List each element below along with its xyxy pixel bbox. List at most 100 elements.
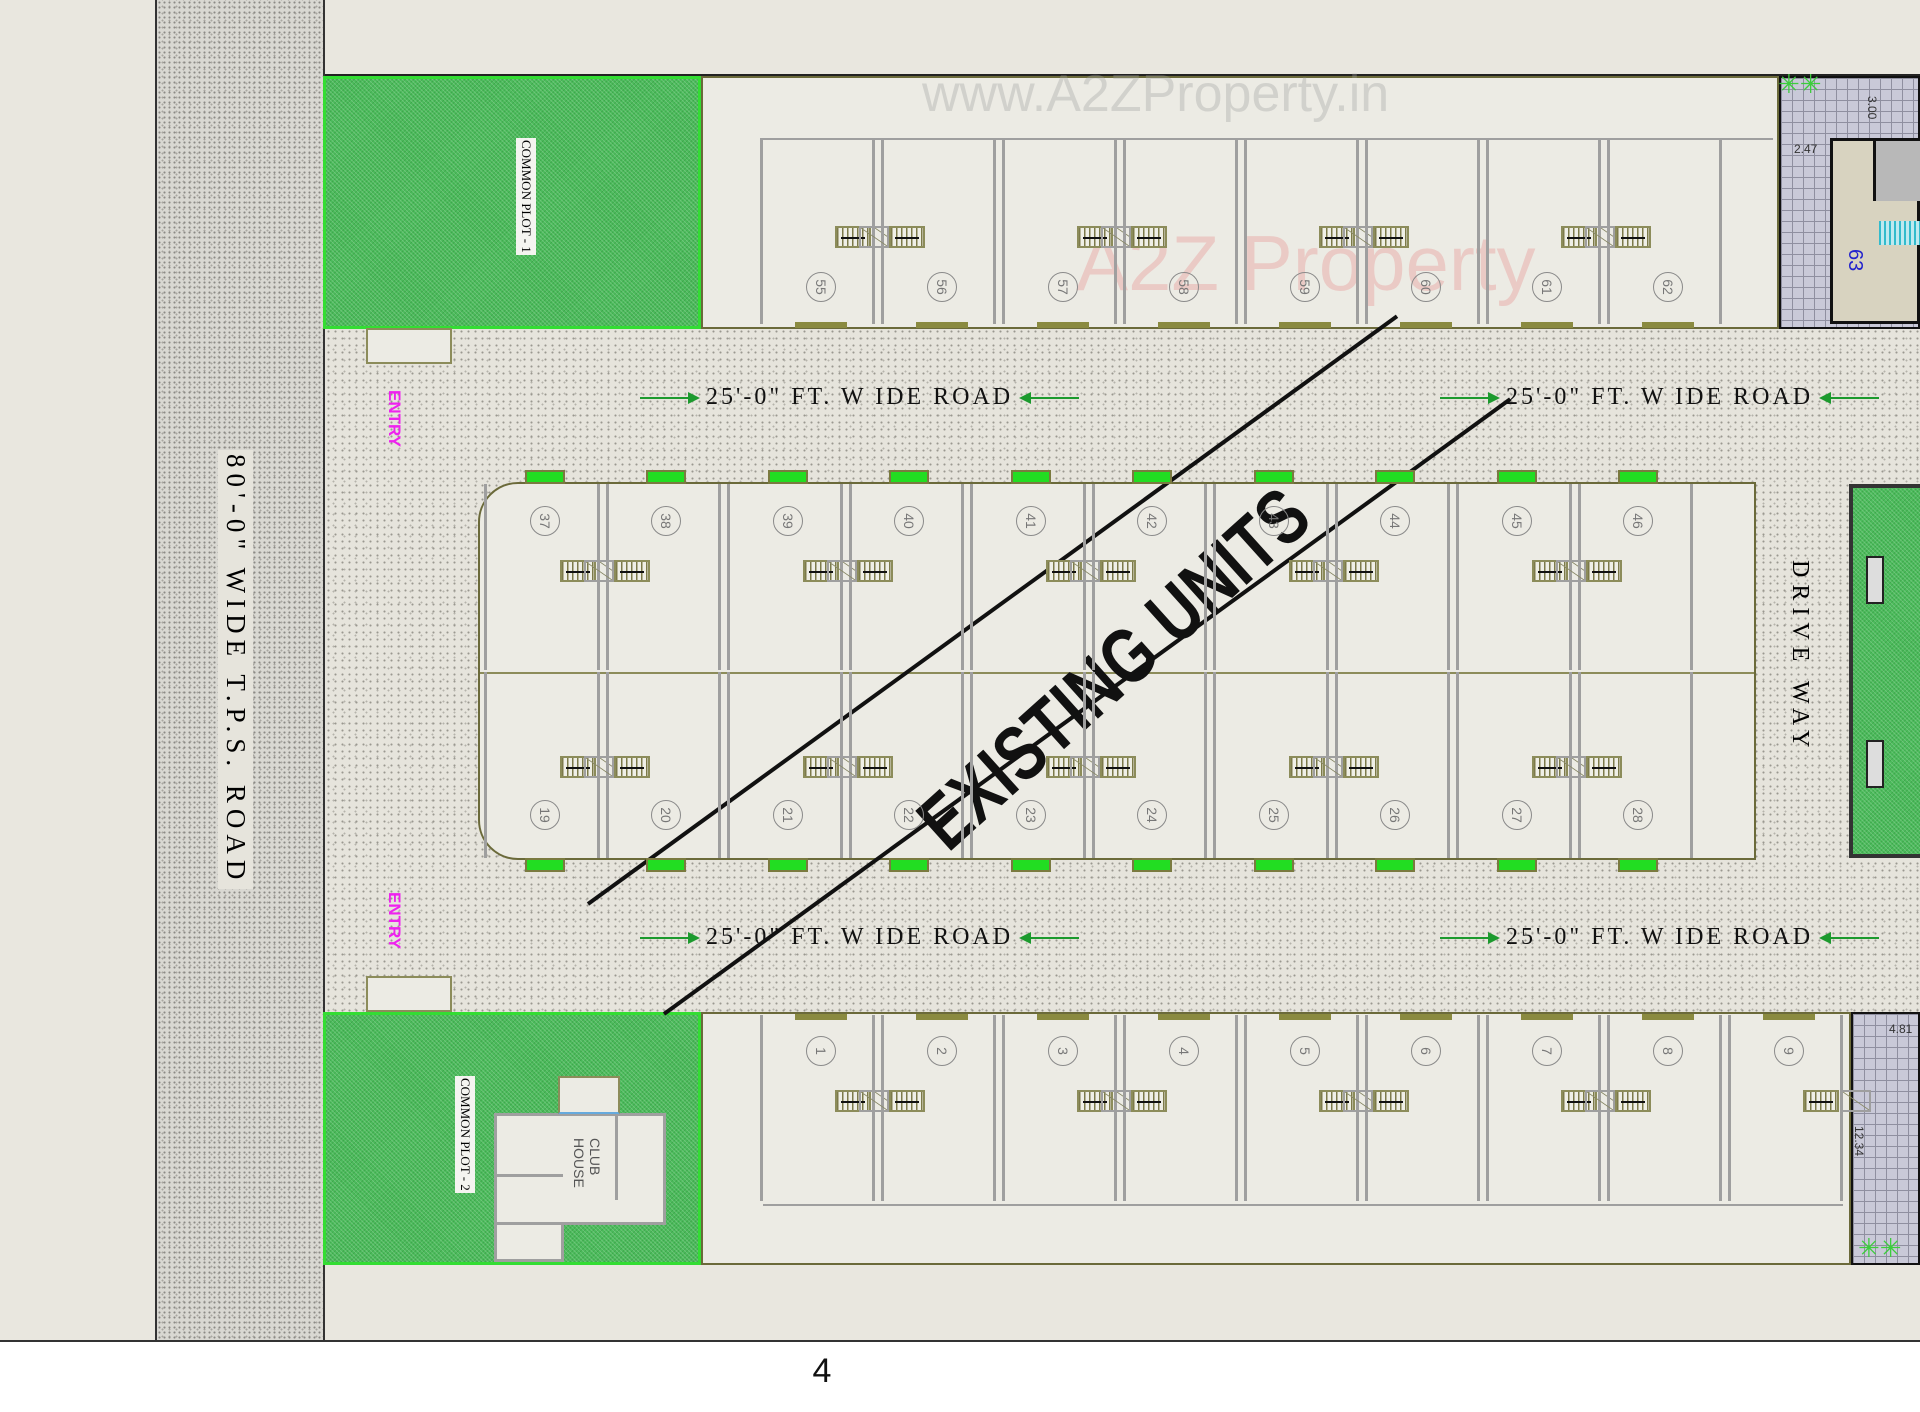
door bbox=[915, 322, 968, 328]
door bbox=[1762, 1014, 1815, 1020]
club-house-annex bbox=[494, 1222, 564, 1262]
stair-icon bbox=[856, 560, 893, 582]
unit-number: 61 bbox=[1531, 272, 1562, 302]
door bbox=[1278, 1014, 1331, 1020]
door bbox=[1399, 322, 1452, 328]
stair-icon bbox=[1373, 1090, 1409, 1112]
unit-number: 9 bbox=[1773, 1036, 1804, 1066]
unit-number: 21 bbox=[772, 800, 803, 830]
stair-icon bbox=[1585, 560, 1622, 582]
unit-number: 58 bbox=[1168, 272, 1199, 302]
unit-number: 57 bbox=[1047, 272, 1078, 302]
gate-top bbox=[366, 328, 452, 364]
stair-icon bbox=[1131, 1090, 1167, 1112]
club-house-porch bbox=[558, 1076, 620, 1114]
parking-spot bbox=[1132, 858, 1173, 872]
shrub-icon: ✳✳ bbox=[1778, 70, 1822, 99]
parking-spot bbox=[1253, 858, 1294, 872]
landing bbox=[859, 226, 889, 248]
gate-bottom bbox=[366, 976, 452, 1012]
arrow-icon bbox=[1819, 391, 1880, 404]
parking-spot bbox=[646, 470, 687, 484]
page-number: 4 bbox=[812, 1352, 832, 1390]
unit-number: 41 bbox=[1015, 506, 1046, 536]
front-yard-divider bbox=[763, 138, 1773, 140]
road-label-lower-left: 25'-0" FT. W IDE ROAD bbox=[640, 924, 1080, 951]
corner-garden-bottom bbox=[1851, 1012, 1920, 1265]
bottom-unit-row bbox=[701, 1012, 1851, 1265]
unit-number: 39 bbox=[772, 506, 803, 536]
landing bbox=[1101, 226, 1131, 248]
landing bbox=[1841, 1090, 1871, 1112]
parking-spot bbox=[1132, 470, 1173, 484]
watermark-url: www.A2ZProperty.in bbox=[922, 65, 1390, 123]
road-label-upper-left: 25'-0" FT. W IDE ROAD bbox=[640, 384, 1080, 411]
door bbox=[1641, 1014, 1694, 1020]
unit-number: 5 bbox=[1289, 1036, 1320, 1066]
door bbox=[1157, 1014, 1210, 1020]
unit-number: 6 bbox=[1410, 1036, 1441, 1066]
unit-number: 56 bbox=[926, 272, 957, 302]
stair-icon bbox=[889, 1090, 925, 1112]
middle-unit-block bbox=[478, 482, 1756, 860]
top-boundary bbox=[325, 74, 1920, 77]
common-plot-1 bbox=[323, 76, 701, 329]
unit-number: 7 bbox=[1531, 1036, 1562, 1066]
stair-icon bbox=[613, 756, 650, 778]
stair-icon bbox=[856, 756, 893, 778]
landing bbox=[859, 1090, 889, 1112]
landing bbox=[826, 560, 857, 582]
unit-number: 1 bbox=[805, 1036, 836, 1066]
unit-number: 19 bbox=[529, 800, 560, 830]
club-house: CLUB HOUSE bbox=[494, 1113, 666, 1225]
parking-spot bbox=[1010, 470, 1051, 484]
arrow-icon bbox=[1019, 931, 1080, 944]
parking-spot bbox=[646, 858, 687, 872]
unit-number: 25 bbox=[1258, 800, 1289, 830]
parking-spot bbox=[1496, 470, 1537, 484]
door bbox=[1641, 322, 1694, 328]
arrow-icon bbox=[1440, 391, 1500, 404]
landing bbox=[1069, 560, 1100, 582]
unit-63-number: 63 bbox=[1844, 249, 1866, 272]
front-yard-divider bbox=[763, 1204, 1843, 1206]
landing bbox=[1312, 560, 1343, 582]
arrow-icon bbox=[640, 391, 700, 404]
stair-icon bbox=[1615, 1090, 1651, 1112]
road-label-upper-right: 25'-0" FT. W IDE ROAD bbox=[1440, 384, 1880, 411]
landing bbox=[583, 756, 614, 778]
stair-icon bbox=[1373, 226, 1409, 248]
stair-icon bbox=[1803, 1090, 1839, 1112]
parking-spot bbox=[1375, 858, 1416, 872]
landing bbox=[1312, 756, 1343, 778]
unit-number: 8 bbox=[1652, 1036, 1683, 1066]
club-house-wall bbox=[615, 1116, 618, 1200]
unit-number: 4 bbox=[1168, 1036, 1199, 1066]
parking-spot bbox=[1618, 858, 1659, 872]
door bbox=[1520, 322, 1573, 328]
unit-number: 59 bbox=[1289, 272, 1320, 302]
stair-icon bbox=[1615, 226, 1651, 248]
parking-spot bbox=[1010, 858, 1051, 872]
parking-spot bbox=[1253, 470, 1294, 484]
middle-divider bbox=[480, 672, 1754, 674]
stair-icon bbox=[1131, 226, 1167, 248]
stair-icon bbox=[889, 226, 925, 248]
landing bbox=[1555, 756, 1586, 778]
landing bbox=[1069, 756, 1100, 778]
stair-icon bbox=[1585, 756, 1622, 778]
unit-number: 62 bbox=[1652, 272, 1683, 302]
dim-2-47: 2.47 bbox=[1794, 142, 1818, 156]
unit-number: 43 bbox=[1258, 506, 1289, 536]
landing bbox=[583, 560, 614, 582]
door bbox=[794, 322, 847, 328]
parking-spot bbox=[1618, 470, 1659, 484]
unit-number: 23 bbox=[1015, 800, 1046, 830]
common-plot-1-label: COMMON PLOT - 1 bbox=[516, 138, 536, 255]
parking-spot bbox=[767, 470, 808, 484]
dim-4-81: 4.81 bbox=[1889, 1022, 1913, 1036]
parking-spot bbox=[889, 470, 930, 484]
garden-bench bbox=[1866, 740, 1884, 788]
road-label-lower-right: 25'-0" FT. W IDE ROAD bbox=[1440, 924, 1880, 951]
unit-63[interactable]: 63 bbox=[1830, 138, 1920, 324]
